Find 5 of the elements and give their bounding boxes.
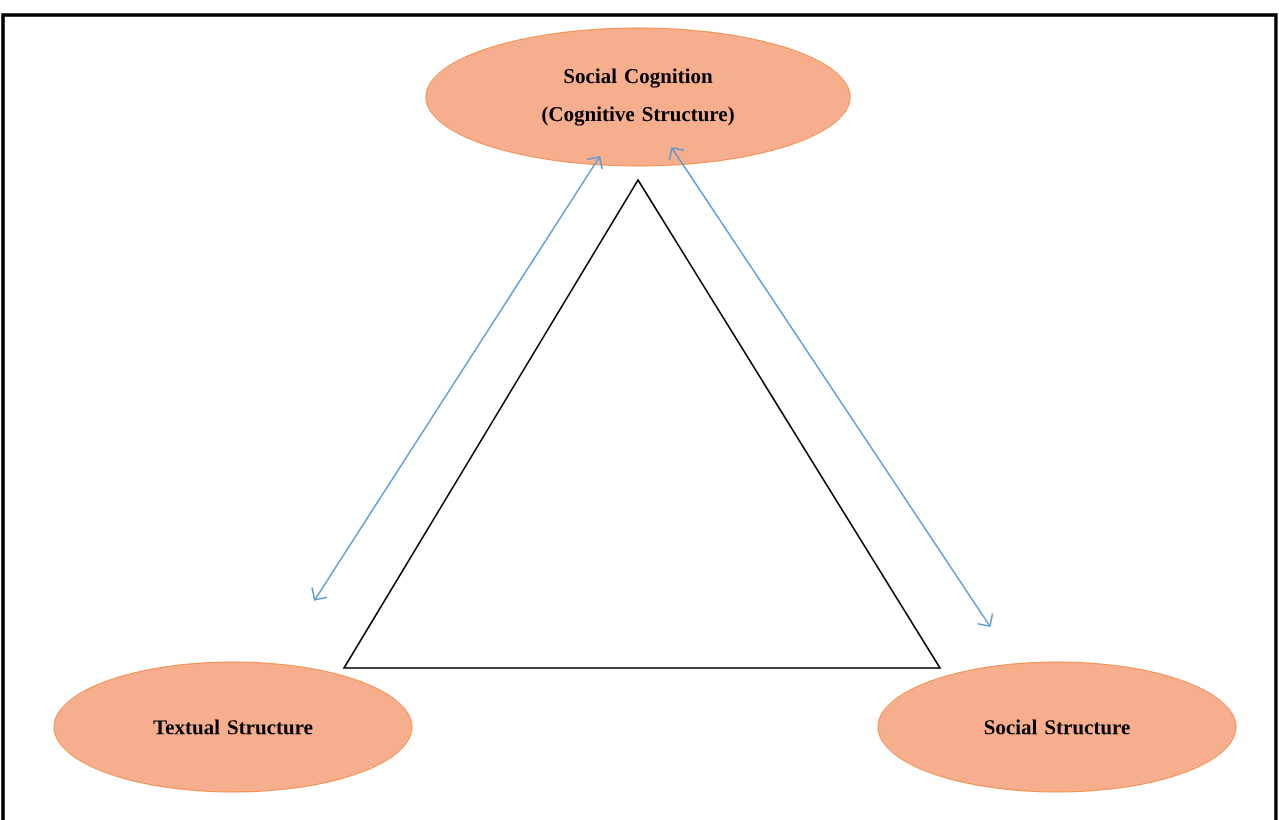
ellipse-node: Textual Structure [53, 661, 413, 793]
double-arrow [311, 155, 604, 601]
ellipse-node: Social Cognition (Cognitive Structure) [425, 27, 851, 167]
ellipse-node: Social Structure [877, 661, 1237, 793]
double-arrow [668, 146, 994, 628]
